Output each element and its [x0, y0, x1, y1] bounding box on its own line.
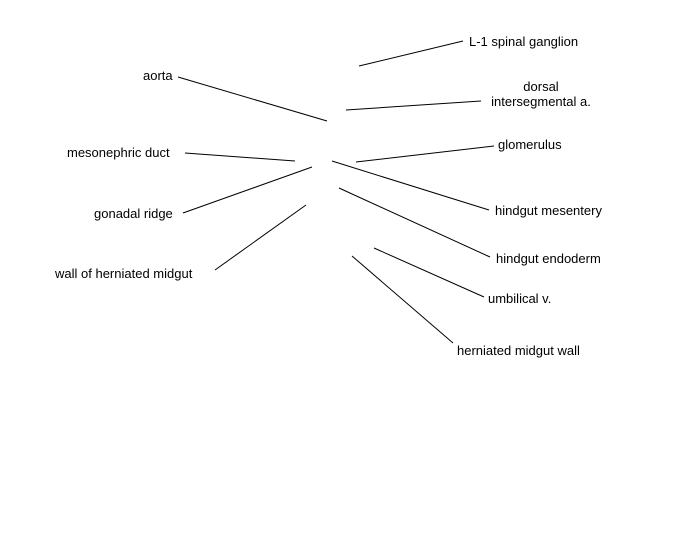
label-herniated-midgut-wall: herniated midgut wall: [457, 343, 580, 358]
label-gonadal-ridge: gonadal ridge: [94, 206, 173, 221]
leader-line-gonadal-ridge: [182, 166, 313, 214]
label-dorsal-intersegmental: dorsal intersegmental a.: [484, 79, 598, 109]
leader-line-hindgut-mesentery: [331, 160, 490, 211]
leader-line-dorsal-intersegmental: [345, 100, 482, 111]
leader-line-mesonephric-duct: [184, 152, 296, 162]
label-mesonephric-duct: mesonephric duct: [67, 145, 170, 160]
leader-line-glomerulus: [355, 145, 495, 163]
label-l1-spinal-ganglion: L-1 spinal ganglion: [469, 34, 579, 49]
leader-line-wall-of-herniated-midgut: [214, 204, 307, 271]
label-hindgut-mesentery: hindgut mesentery: [495, 203, 602, 218]
label-umbilical-v: umbilical v.: [488, 291, 552, 306]
leader-line-umbilical-v: [373, 247, 485, 298]
leader-line-hindgut-endoderm: [338, 187, 491, 258]
label-hindgut-endoderm: hindgut endoderm: [496, 251, 601, 266]
label-glomerulus: glomerulus: [498, 137, 562, 152]
leader-line-aorta: [177, 76, 328, 122]
leader-line-l1-spinal-ganglion: [358, 40, 464, 67]
leader-line-herniated-midgut-wall: [351, 255, 454, 344]
label-wall-of-herniated-midgut: wall of herniated midgut: [55, 266, 193, 281]
label-dorsal-line2: intersegmental a.: [491, 94, 591, 109]
label-dorsal-line1: dorsal: [523, 79, 559, 94]
label-aorta: aorta: [143, 68, 173, 83]
